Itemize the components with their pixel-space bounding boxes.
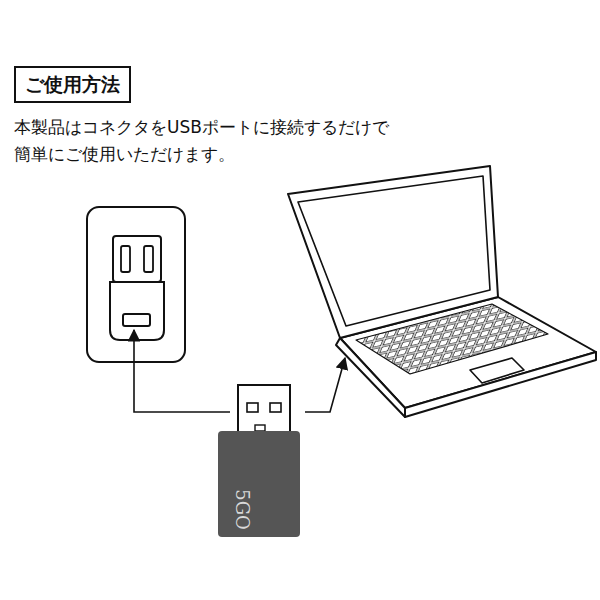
usb-plug (238, 385, 290, 433)
brand-label: 5GO (232, 489, 253, 530)
leader-arrow (305, 358, 345, 412)
laptop (288, 166, 596, 417)
wall-outlet (87, 207, 185, 362)
usb-device-body: 5GO (218, 431, 300, 537)
leader-arrow (134, 330, 230, 412)
instruction-text: 本製品はコネクタをUSBポートに接続するだけで 簡単にご使用いただけます。 (14, 114, 574, 168)
heading-box: ご使用方法 (14, 66, 131, 103)
